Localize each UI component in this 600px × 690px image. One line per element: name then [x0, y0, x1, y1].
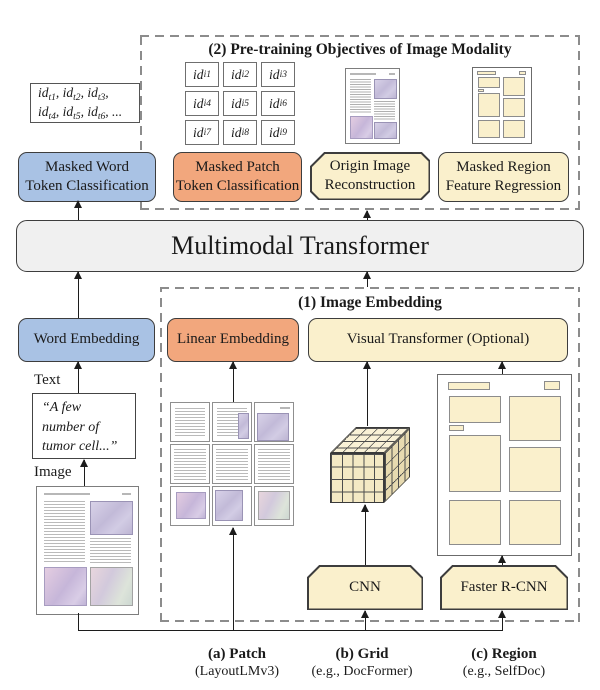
- patch-cell: [212, 486, 252, 526]
- masked-region-label-line1: Masked Region: [456, 158, 551, 175]
- masked-word-token-classification-box: Masked Word Token Classification: [18, 152, 156, 202]
- origin-document-thumbnail: [345, 68, 400, 144]
- footer-label-grid: (b) Grid (e.g., DocFormer): [287, 646, 437, 680]
- footer-region-title: (c) Region: [471, 646, 537, 662]
- arrow-connector-to-cnn: [360, 610, 369, 631]
- masked-patch-label-line2: Token Classification: [175, 178, 300, 194]
- masked-region-feature-regression-box: Masked Region Feature Regression: [438, 152, 569, 202]
- footer-grid-title: (b) Grid: [335, 646, 389, 662]
- patch-cell: [254, 402, 294, 442]
- arrow-image-embedding-to-transformer: [362, 271, 371, 287]
- footer-patch-subtitle: (LayoutLMv3): [195, 664, 279, 679]
- patch-cell: [170, 486, 210, 526]
- text-token-ids: idt1, idt2, idt3,idt4, idt5, idt6, ...: [30, 83, 140, 123]
- cube-front-face: [330, 453, 384, 503]
- patch-cell: [170, 444, 210, 484]
- quote-line3: tumor cell...”: [42, 439, 118, 455]
- footer-label-patch: (a) Patch (LayoutLMv3): [162, 646, 312, 680]
- cnn-label: CNN: [349, 578, 381, 595]
- patch-cell: [212, 402, 252, 442]
- text-input-label: Text: [34, 372, 61, 388]
- word-embedding-box: Word Embedding: [18, 318, 155, 362]
- pretraining-objectives-title: (2) Pre-training Objectives of Image Mod…: [208, 41, 512, 58]
- origin-image-label-line1: Origin Image: [329, 157, 411, 174]
- arrow-region-to-visual-transformer: [497, 361, 506, 374]
- cnn-box: CNN: [307, 565, 423, 610]
- multimodal-transformer-box: Multimodal Transformer: [16, 220, 584, 272]
- patch-cell: [170, 402, 210, 442]
- arrow-connector-to-patch-grid: [228, 527, 237, 631]
- arrow-cnn-to-cube: [360, 504, 369, 565]
- masked-region-thumbnail: [472, 67, 532, 144]
- visual-transformer-label: Visual Transformer (Optional): [346, 331, 530, 348]
- masked-patch-label-line1: Masked Patch: [195, 158, 280, 175]
- masked-patch-token-classification-box: Masked Patch Token Classification: [173, 152, 302, 202]
- patch-image-grid: [170, 402, 294, 526]
- masked-region-label-line2: Feature Regression: [445, 178, 562, 194]
- quote-line2: number of: [42, 419, 100, 435]
- image-input-label: Image: [34, 464, 72, 480]
- faster-rcnn-label: Faster R-CNN: [460, 578, 548, 595]
- patch-cell: [212, 444, 252, 484]
- bottom-connector-line: [78, 629, 504, 631]
- word-embedding-label: Word Embedding: [33, 331, 140, 348]
- input-document-image: [36, 486, 139, 615]
- arrow-transformer-to-masked-word: [73, 200, 82, 220]
- image-embedding-title: (1) Image Embedding: [298, 294, 442, 311]
- quote-line1: “A few: [42, 400, 82, 415]
- linear-embedding-label: Linear Embedding: [176, 331, 290, 348]
- region-document-page: [437, 374, 572, 556]
- footer-region-subtitle: (e.g., SelfDoc): [462, 664, 546, 679]
- arrow-image-to-text: [79, 459, 88, 486]
- arrow-connector-to-faster-rcnn: [497, 610, 506, 631]
- line-image-to-connector: [78, 613, 80, 630]
- arrow-word-embedding-to-transformer: [73, 271, 82, 318]
- visual-transformer-box: Visual Transformer (Optional): [308, 318, 568, 362]
- origin-image-label-line2: Reconstruction: [324, 177, 416, 193]
- linear-embedding-box: Linear Embedding: [167, 318, 299, 362]
- patch-cell: [254, 444, 294, 484]
- origin-image-reconstruction-box: Origin Image Reconstruction: [310, 152, 430, 200]
- arrow-patch-to-linear-embedding: [228, 361, 237, 402]
- masked-word-label-line2: Token Classification: [25, 178, 149, 194]
- footer-label-region: (c) Region (e.g., SelfDoc): [429, 646, 579, 680]
- text-quote-box: “A few number of tumor cell...”: [32, 393, 136, 459]
- arrow-faster-rcnn-to-region: [497, 555, 506, 565]
- footer-patch-title: (a) Patch: [208, 646, 266, 662]
- faster-rcnn-box: Faster R-CNN: [440, 565, 568, 610]
- arrow-cube-to-visual-transformer: [362, 361, 371, 426]
- multimodal-transformer-label: Multimodal Transformer: [171, 231, 429, 260]
- arrow-text-to-word-embedding: [73, 361, 82, 393]
- arrow-transformer-to-pretraining-panel: [362, 210, 371, 220]
- footer-grid-subtitle: (e.g., DocFormer): [311, 664, 413, 679]
- masked-word-label-line1: Masked Word: [45, 158, 129, 175]
- patch-cell: [254, 486, 294, 526]
